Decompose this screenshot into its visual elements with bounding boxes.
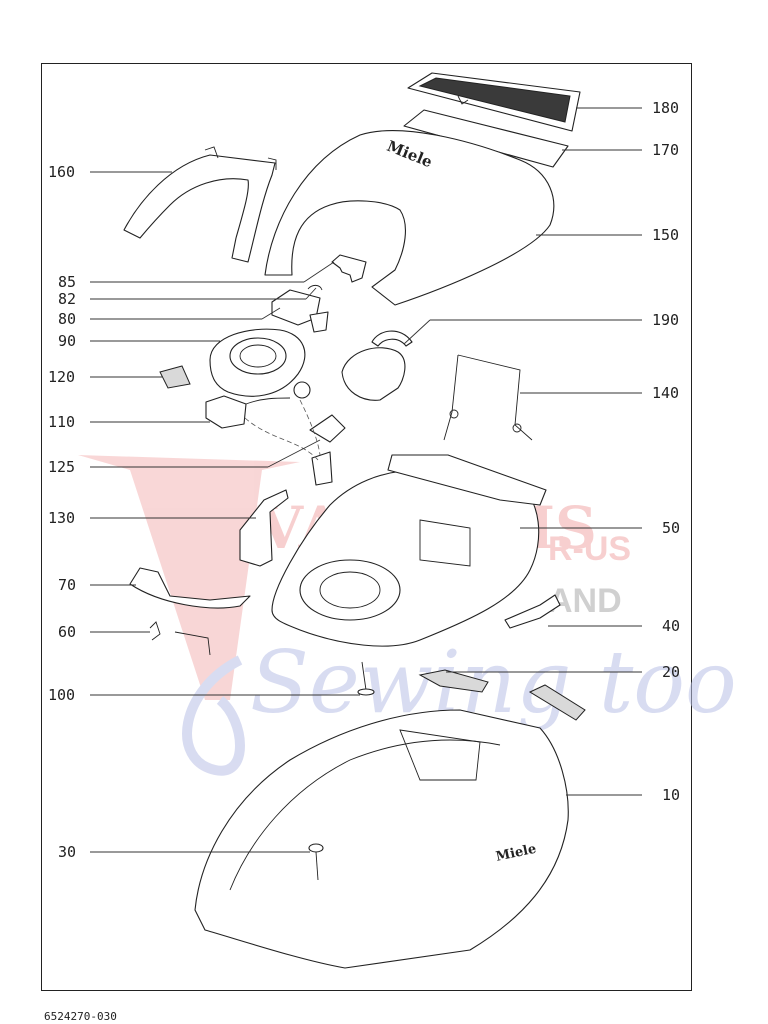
- part-20-slides: [418, 669, 586, 721]
- callout-130: 130: [48, 509, 75, 527]
- part-90-hose-socket: [209, 328, 306, 397]
- callout-labels: 180 170 160 150 85 82 80 190 90 120 140 …: [48, 99, 680, 861]
- callout-10: 10: [662, 786, 680, 804]
- callout-50: 50: [662, 519, 680, 537]
- callout-170: 170: [652, 141, 679, 159]
- callout-100: 100: [48, 686, 75, 704]
- callout-85: 85: [58, 273, 76, 291]
- part-120-cover-plate: [159, 365, 191, 389]
- part-160-carry-handle: [123, 146, 277, 263]
- part-70-bumper-front: [129, 567, 251, 609]
- callout-80: 80: [58, 310, 76, 328]
- part-80-switch: [271, 289, 329, 333]
- watermark-swash: [182, 655, 245, 776]
- callout-40: 40: [662, 617, 680, 635]
- watermark-v-shape: [78, 455, 300, 700]
- watermark-line3: Sewing too: [250, 633, 737, 733]
- part-85-clip: [331, 254, 367, 283]
- callout-150: 150: [652, 226, 679, 244]
- leader-lines: [90, 107, 642, 853]
- part-50-upper-housing: [271, 454, 547, 647]
- part-140-wire-bracket: [443, 354, 533, 441]
- callout-160: 160: [48, 163, 75, 181]
- document-number: 6524270-030: [44, 1010, 117, 1023]
- diagram-frame: [41, 63, 692, 991]
- watermark-line2b: AND: [548, 582, 622, 620]
- part-40-latch: [504, 594, 561, 629]
- callout-125: 125: [48, 458, 75, 476]
- callout-60: 60: [58, 623, 76, 641]
- part-30-screw: [308, 843, 324, 881]
- part-190-seal-clip: [371, 330, 413, 347]
- callout-30: 30: [58, 843, 76, 861]
- watermark-line2a: R-US: [548, 530, 631, 568]
- part-130-bumper-left: [239, 489, 289, 567]
- part-180-exhaust-grille: [407, 72, 581, 132]
- part-110-switch-block: [205, 395, 291, 429]
- callout-20: 20: [662, 663, 680, 681]
- part-190-flap: [341, 347, 406, 401]
- callout-140: 140: [652, 384, 679, 402]
- part-150-top-cover: Miele: [264, 130, 555, 306]
- part-100-screw: [357, 661, 375, 696]
- callout-190: 190: [652, 311, 679, 329]
- part-60-spring: [149, 621, 211, 656]
- part-82-wire: [307, 284, 323, 291]
- callout-120: 120: [48, 368, 75, 386]
- callout-70: 70: [58, 576, 76, 594]
- callout-90: 90: [58, 332, 76, 350]
- callout-110: 110: [48, 413, 75, 431]
- callout-180: 180: [652, 99, 679, 117]
- part-10-base-housing: Miele: [194, 709, 569, 969]
- part-125-cable-reel: [244, 381, 346, 486]
- callout-82: 82: [58, 290, 76, 308]
